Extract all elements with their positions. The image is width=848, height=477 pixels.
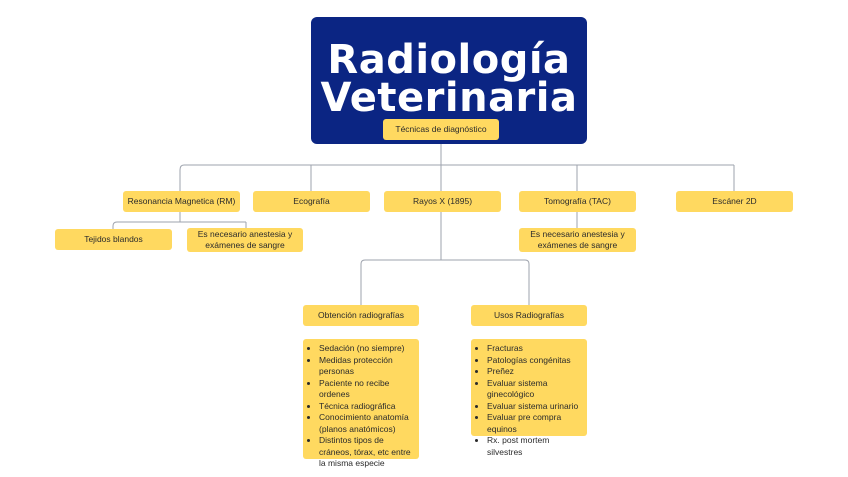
main-title-line2: Veterinaria — [320, 75, 578, 121]
list-item: Sedación (no siempre) — [319, 343, 413, 355]
node-tejidos-blandos-label: Tejidos blandos — [84, 234, 143, 244]
node-tejidos-blandos: Tejidos blandos — [55, 229, 172, 250]
node-tac-anestesia-line1: Es necesario anestesia y — [530, 229, 625, 239]
main-title-line1: Radiología — [327, 37, 571, 83]
root-node-label: Técnicas de diagnóstico — [395, 124, 487, 134]
list-item: Técnica radiográfica — [319, 401, 413, 413]
list-item: Evaluar sistema ginecológico — [487, 378, 581, 401]
node-tac-anestesia-line2: exámenes de sangre — [537, 240, 618, 250]
list-item: Conocimiento anatomía (planos anatómicos… — [319, 412, 413, 435]
list-item: Paciente no recibe ordenes — [319, 378, 413, 401]
list-usos: Fracturas Patologías congénitas Preñez E… — [471, 339, 587, 457]
branch-escaner: Escáner 2D — [676, 191, 793, 212]
branch-rayos-x-label: Rayos X (1895) — [412, 196, 473, 206]
connector-to-rm — [179, 164, 185, 191]
node-usos-radiografias: Usos Radiografías — [471, 305, 587, 326]
list-item: Preñez — [487, 366, 581, 378]
node-obtencion-label: Obtención radiografías — [318, 310, 404, 320]
branch-tomografia-label: Tomografía (TAC) — [544, 196, 611, 206]
branch-rayos-x: Rayos X (1895) — [384, 191, 501, 212]
list-item: Evaluar sistema urinario — [487, 401, 581, 413]
branch-escaner-label: Escáner 2D — [712, 196, 757, 206]
list-item: Patologías congénitas — [487, 355, 581, 367]
branch-resonancia-label: Resonancia Magnetica (RM) — [127, 196, 236, 206]
title-box: Radiología Veterinaria — [311, 17, 587, 144]
list-obtencion: Sedación (no siempre) Medidas protección… — [303, 339, 419, 468]
branch-ecografia: Ecografía — [253, 191, 370, 212]
list-obtencion-items: Sedación (no siempre) Medidas protección… — [309, 343, 413, 470]
node-obtencion-radiografias: Obtención radiografías — [303, 305, 419, 326]
connector-to-usos — [524, 259, 530, 305]
node-rm-anestesia-line1: Es necesario anestesia y — [197, 229, 293, 239]
connector-to-tejidos — [112, 221, 118, 229]
list-item: Evaluar pre compra equinos — [487, 412, 581, 435]
main-title: Radiología Veterinaria — [321, 40, 578, 118]
list-item: Fracturas — [487, 343, 581, 355]
branch-tomografia: Tomografía (TAC) — [519, 191, 636, 212]
node-rm-anestesia: Es necesario anestesia y exámenes de san… — [187, 228, 303, 252]
node-usos-label: Usos Radiografías — [494, 310, 564, 320]
branch-ecografia-label: Ecografía — [293, 196, 330, 206]
list-item: Rx. post mortem silvestres — [487, 435, 581, 458]
node-tac-anestesia: Es necesario anestesia y exámenes de san… — [519, 228, 636, 252]
list-item: Distintos tipos de cráneos, tórax, etc e… — [319, 435, 413, 470]
branch-resonancia: Resonancia Magnetica (RM) — [123, 191, 240, 212]
list-usos-items: Fracturas Patologías congénitas Preñez E… — [477, 343, 581, 458]
list-item: Medidas protección personas — [319, 355, 413, 378]
node-rm-anestesia-line2: exámenes de sangre — [205, 240, 285, 250]
root-node: Técnicas de diagnóstico — [383, 119, 499, 140]
connector-to-obtencion — [360, 259, 366, 305]
